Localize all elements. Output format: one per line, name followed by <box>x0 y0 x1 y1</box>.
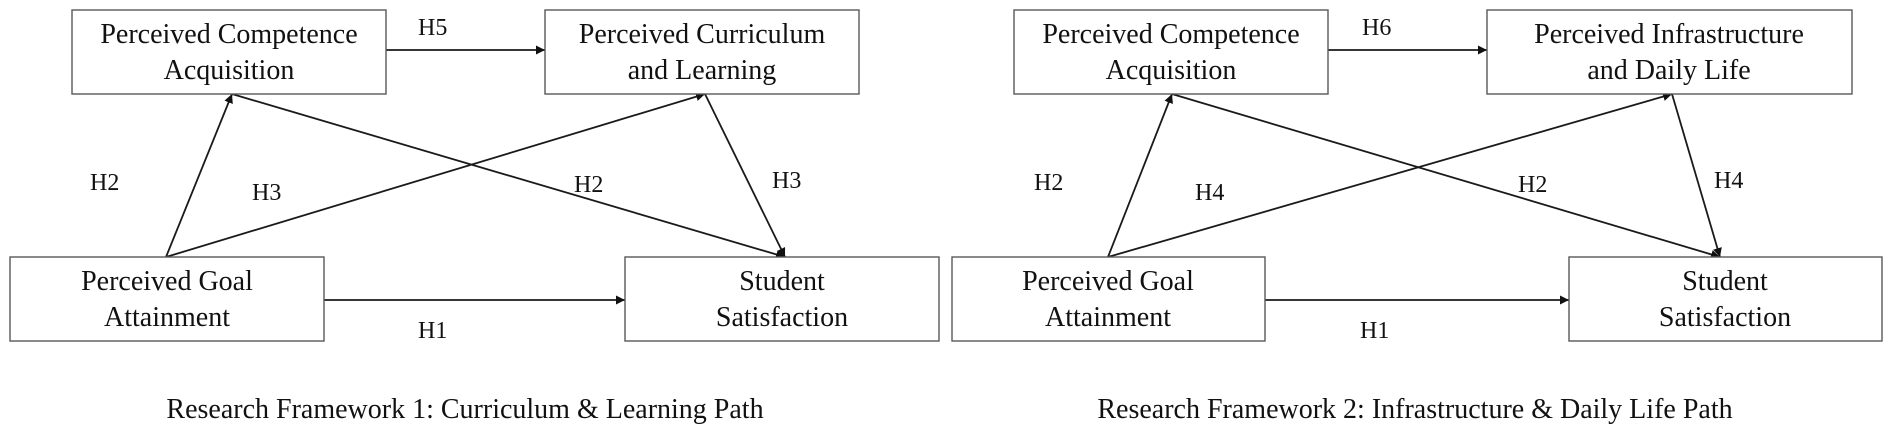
hypothesis-label: H1 <box>1360 318 1389 344</box>
node-curriculum-learning: Perceived Curriculum and Learning <box>544 9 860 95</box>
node-label-line-1: Perceived Infrastructure <box>1534 19 1804 50</box>
node-label-line-1: Student <box>739 266 825 297</box>
edge-competence-to-satisfaction <box>231 93 786 259</box>
hypothesis-label: H2 <box>90 170 119 196</box>
edge-goal-to-competence <box>165 93 233 258</box>
node-label-line-1: Perceived Goal <box>81 266 253 297</box>
node-label-line-2: Attainment <box>104 302 230 333</box>
node-label-line-1: Perceived Goal <box>1022 266 1194 297</box>
node-label-line-1: Perceived Competence <box>1042 19 1299 50</box>
hypothesis-label: H6 <box>1362 15 1391 41</box>
hypothesis-label: H4 <box>1714 168 1743 194</box>
framework-caption: Research Framework 2: Infrastructure & D… <box>1097 394 1732 425</box>
node-student-satisfaction: Student Satisfaction <box>624 256 940 342</box>
hypothesis-label: H5 <box>418 15 447 41</box>
node-competence-acquisition: Perceived Competence Acquisition <box>1013 9 1329 95</box>
framework-2: Perceived Competence Acquisition Perceiv… <box>951 9 1883 425</box>
edge-mediator-to-satisfaction <box>704 93 786 258</box>
node-goal-attainment: Perceived Goal Attainment <box>951 256 1266 342</box>
hypothesis-label: H4 <box>1195 180 1224 206</box>
node-label-line-2: Attainment <box>1045 302 1171 333</box>
node-label-line-2: and Daily Life <box>1587 55 1750 86</box>
edge-goal-to-competence <box>1107 93 1173 258</box>
node-label-line-2: Satisfaction <box>1659 302 1791 333</box>
node-label-line-2: Acquisition <box>164 55 295 86</box>
hypothesis-label: H3 <box>252 180 281 206</box>
hypothesis-label: H3 <box>772 168 801 194</box>
edge-competence-to-satisfaction <box>1171 93 1721 259</box>
hypothesis-label: H2 <box>1034 170 1063 196</box>
node-label-line-2: and Learning <box>628 55 777 86</box>
node-label-line-1: Student <box>1682 266 1768 297</box>
framework-caption: Research Framework 1: Curriculum & Learn… <box>166 394 763 425</box>
node-goal-attainment: Perceived Goal Attainment <box>9 256 325 342</box>
hypothesis-label: H1 <box>418 318 447 344</box>
node-infrastructure-daily-life: Perceived Infrastructure and Daily Life <box>1486 9 1853 95</box>
node-label-line-1: Perceived Competence <box>100 19 357 50</box>
edge-mediator-to-satisfaction <box>1671 93 1722 258</box>
edge-goal-to-mediator <box>165 92 706 258</box>
framework-1: Perceived Competence Acquisition Perceiv… <box>9 9 940 425</box>
node-label-line-1: Perceived Curriculum <box>579 19 826 50</box>
hypothesis-label: H2 <box>1518 172 1547 198</box>
hypothesis-label: H2 <box>574 172 603 198</box>
node-label-line-2: Acquisition <box>1106 55 1237 86</box>
edge-goal-to-mediator <box>1107 92 1673 258</box>
node-label-line-2: Satisfaction <box>716 302 848 333</box>
node-competence-acquisition: Perceived Competence Acquisition <box>71 9 387 95</box>
node-student-satisfaction: Student Satisfaction <box>1568 256 1883 342</box>
